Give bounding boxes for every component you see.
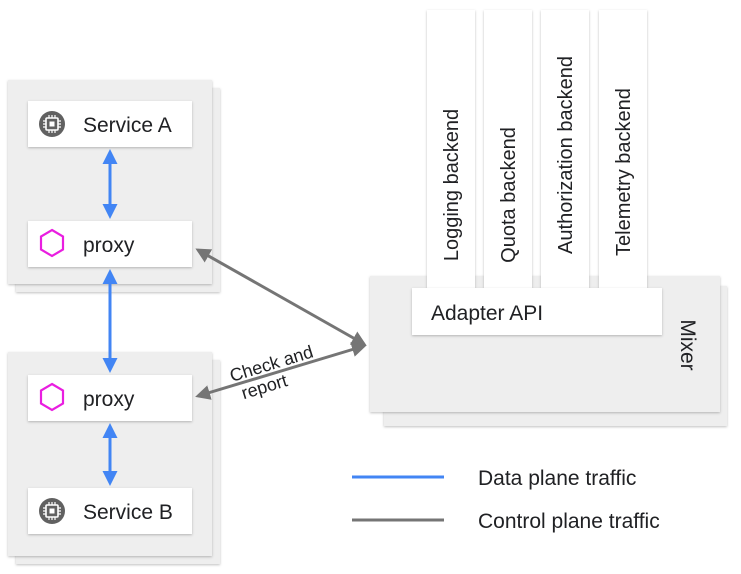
backend-logging-label: Logging backend xyxy=(441,109,463,261)
legend-data-plane-label: Data plane traffic xyxy=(478,467,636,490)
adapter-api-label: Adapter API xyxy=(431,302,543,325)
backend-authorization-label: Authorization backend xyxy=(555,56,577,254)
mixer-label: Mixer xyxy=(676,319,699,370)
backend-quota-label: Quota backend xyxy=(498,127,520,263)
service-b-label: Service B xyxy=(83,501,173,524)
legend-control-plane-label: Control plane traffic xyxy=(478,510,660,533)
service-a-label: Service A xyxy=(83,114,172,137)
backend-logging: Logging backend xyxy=(427,10,475,288)
service-a-card: Service A xyxy=(28,101,192,147)
backend-telemetry: Telemetry backend xyxy=(599,10,647,288)
proxy-a-card: proxy xyxy=(28,221,192,267)
hexagon-icon xyxy=(39,382,65,412)
adapter-api-bar: Adapter API xyxy=(412,288,662,335)
control-arrow-proxy-a-mixer xyxy=(195,248,367,346)
proxy-b-card: proxy xyxy=(28,375,192,421)
legend: Data plane traffic Control plane traffic xyxy=(352,467,660,533)
backend-telemetry-label: Telemetry backend xyxy=(613,88,635,256)
control-arrow-proxy-b-mixer xyxy=(195,342,367,400)
proxy-a-label: proxy xyxy=(83,234,135,257)
service-b-card: Service B xyxy=(28,488,192,534)
chip-icon xyxy=(39,498,65,524)
check-and-report-label: Check and report xyxy=(227,342,315,404)
proxy-b-label: proxy xyxy=(83,388,135,411)
chip-icon xyxy=(39,111,65,137)
backend-authorization: Authorization backend xyxy=(541,10,589,288)
hexagon-icon xyxy=(39,228,65,258)
backend-quota: Quota backend xyxy=(484,10,532,288)
